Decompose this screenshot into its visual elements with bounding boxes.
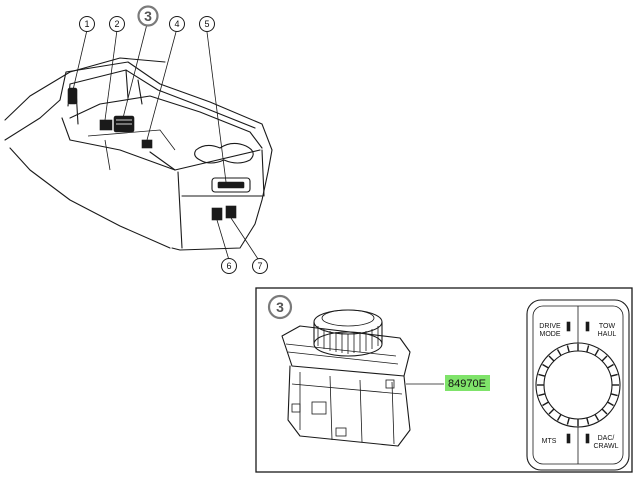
callout-2: 2: [109, 16, 125, 32]
center-console-illustration: [4, 57, 273, 251]
svg-text:6: 6: [226, 261, 231, 271]
knurl-tick: [538, 373, 546, 377]
drive-mode-knob-switch: [281, 309, 411, 447]
svg-text:3: 3: [144, 8, 152, 24]
svg-text:1: 1: [84, 19, 89, 29]
callout-6: 6: [221, 258, 237, 274]
svg-text:4: 4: [174, 19, 179, 29]
svg-text:7: 7: [257, 261, 262, 271]
knurl-tick: [556, 349, 562, 356]
svg-text:2: 2: [114, 19, 119, 29]
knurl-tick: [548, 355, 555, 362]
knurl-tick: [566, 417, 570, 425]
drive-mode-faceplate: DRIVE MODE TOW HAUL MTS DAC/ CRAWL: [526, 299, 630, 471]
label-drive: DRIVE: [539, 323, 561, 330]
label-tow: TOW: [599, 323, 616, 330]
label-mts: MTS: [542, 438, 557, 445]
callout-5: 5: [199, 16, 215, 32]
detail-box: 3: [255, 287, 633, 473]
knurl-tick: [610, 393, 618, 397]
svg-text:84970E: 84970E: [448, 378, 486, 390]
knurl-tick: [548, 408, 555, 415]
label-crawl: CRAWL: [593, 443, 618, 450]
label-haul: HAUL: [598, 331, 617, 338]
knurl-tick: [601, 355, 608, 362]
svg-text:3: 3: [276, 299, 284, 315]
knurl-tick: [538, 393, 546, 397]
svg-text:5: 5: [204, 19, 209, 29]
detail-ref-badge: 3: [267, 294, 293, 320]
knurl-tick: [542, 401, 549, 407]
knurl-tick: [586, 417, 590, 425]
knurl-tick: [607, 363, 614, 369]
knurl-tick: [594, 414, 600, 421]
knurl-tick: [601, 408, 608, 415]
knurl-tick: [566, 345, 570, 353]
knurl-tick: [594, 349, 600, 356]
knurl-tick: [586, 345, 590, 353]
callout-1: 1: [79, 16, 95, 32]
knurl-tick: [607, 401, 614, 407]
knurl-tick: [542, 363, 549, 369]
knurl-tick: [610, 373, 618, 377]
callout-4: 4: [169, 16, 185, 32]
label-mode: MODE: [540, 331, 561, 338]
knurl-tick: [556, 414, 562, 421]
callout-7: 7: [252, 258, 268, 274]
part-number-label: 84970E: [445, 375, 490, 391]
callout-3: 3: [137, 5, 159, 27]
label-dac: DAC/: [598, 435, 615, 442]
leader-lines: [72, 23, 261, 263]
